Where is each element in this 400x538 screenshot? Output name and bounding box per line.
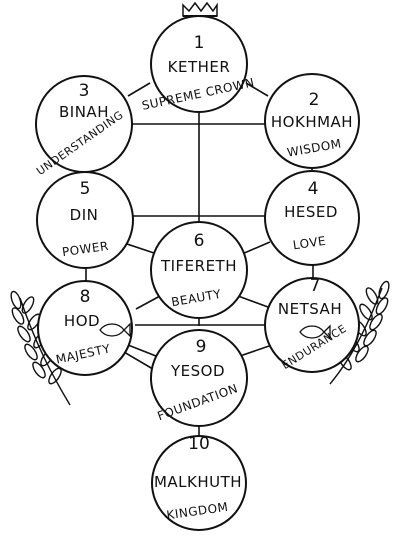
sefirah-malkhuth: 10 MALKHUTH KINGDOM [151,434,247,531]
sefirah-name: HESED [284,203,338,221]
sefirah-din: 5 DIN POWER [36,171,134,269]
sefirah-number: 2 [309,90,320,110]
sefirah-yesod: 9 YESOD FOUNDATION [150,329,248,427]
sefirah-number: 7 [310,276,321,296]
sefirah-name: HOKHMAH [271,113,353,131]
sefirah-meaning: LOVE [292,234,327,252]
sefirah-kether: 1 KETHER SUPREME CROWN [141,15,256,113]
sefirah-number: 9 [196,337,207,357]
sefirah-name: TIFERETH [160,257,237,275]
sefirah-tifereth: 6 TIFERETH BEAUTY [150,221,248,319]
sefirah-binah: 3 BINAH UNDERSTANDING [34,75,133,178]
path-hod-tifereth [135,295,161,310]
sefirah-meaning: POWER [61,239,109,259]
path-din-tifereth [123,242,158,255]
sefirah-hesed: 4 HESED LOVE [264,170,360,266]
sefirah-number: 1 [194,33,205,53]
sefirah-name: NETSAH [278,300,342,318]
path-yesod-netsah [239,344,273,357]
sefirah-name: BINAH [59,103,109,121]
sefirah-number: 3 [79,81,90,101]
sefirah-name: MALKHUTH [154,473,242,491]
path-kether-binah [127,82,151,97]
path-hod-yesod [127,344,157,357]
sefirah-hod: 8 HOD MAJESTY [37,280,133,376]
path-kether-hokhmah [245,82,269,97]
sefirah-hokhmah: 2 HOKHMAH WISDOM [264,73,360,169]
sefirah-name: DIN [70,206,99,224]
sefirah-number: 6 [194,231,205,251]
laurel-branch-icon [10,290,71,406]
sefirah-netsah: 7 NETSAH ENDURANCE [264,276,360,373]
crown-icon [182,1,218,17]
sefirah-number: 5 [80,179,91,199]
fish-icon [99,322,131,338]
path-tifereth-hesed [241,241,271,255]
sefirah-name: HOD [64,312,100,330]
sefirah-number: 4 [308,179,319,199]
fish-icon [299,324,331,340]
path-tifereth-netsah [237,295,269,308]
sefirah-number: 10 [188,434,210,454]
sefirah-name: YESOD [170,362,225,380]
sefirah-name: KETHER [168,58,231,76]
sefirah-number: 8 [80,287,91,307]
